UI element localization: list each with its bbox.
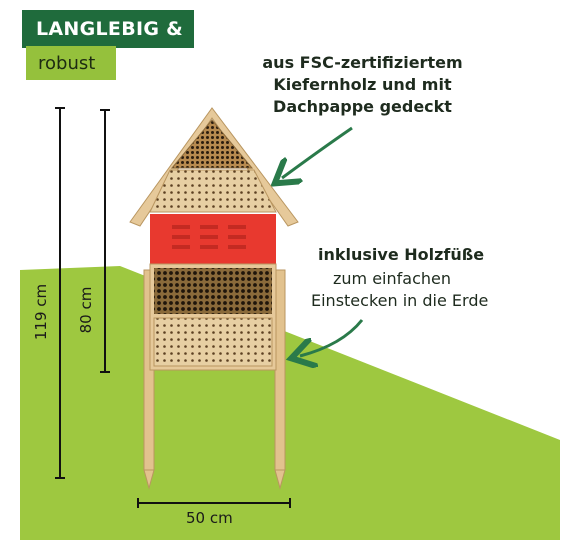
feet-line-2: zum einfachen <box>333 269 451 288</box>
feet-title: inklusive Holzfüße <box>318 245 485 264</box>
feet-callout: inklusive Holzfüße <box>318 244 518 266</box>
lower-holes <box>153 317 273 367</box>
arrow-to-roof <box>282 126 353 178</box>
badge-subtitle-text: robust <box>38 52 96 74</box>
body-height-label: 80 cm <box>77 286 95 334</box>
width-label: 50 cm <box>186 509 233 527</box>
gable-bamboo <box>170 119 254 169</box>
material-line-3: Dachpappe gedeckt <box>273 97 452 116</box>
upper-holes <box>149 169 277 213</box>
roof <box>129 107 299 227</box>
arrow-to-feet <box>300 319 364 356</box>
total-height-label: 119 cm <box>32 283 50 341</box>
material-line-1: aus FSC-zertifiziertem <box>262 53 463 72</box>
badge-subtitle: robust <box>26 46 116 80</box>
feet-line-3: Einstecken in die Erde <box>311 291 489 310</box>
badge-title: LANGLEBIG & <box>22 10 194 48</box>
badge-title-text: LANGLEBIG & <box>36 18 184 40</box>
material-line-2: Kiefernholz und mit <box>273 75 452 94</box>
bamboo-section <box>154 268 272 314</box>
material-callout: aus FSC-zertifiziertem Kiefernholz und m… <box>240 52 485 118</box>
